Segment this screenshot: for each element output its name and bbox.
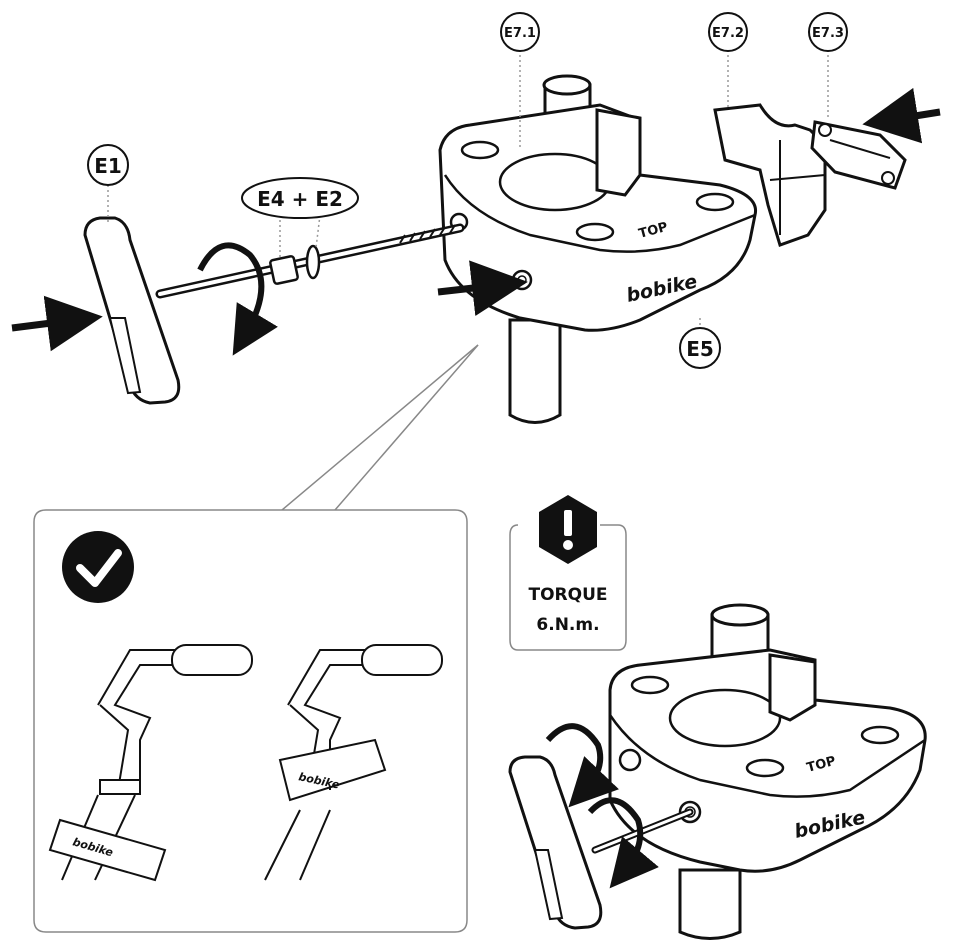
clip-piece-e7-2 [713,103,827,247]
label-e5: E5 [679,327,721,369]
inset-box [33,509,468,933]
clamp-top-text: TOP [637,220,669,242]
svg-text:E7.3: E7.3 [812,26,844,41]
knob-bottom [508,755,603,930]
svg-text:E5: E5 [686,337,714,361]
label-e7-2: E7.2 [708,12,748,52]
seat-post-lower-bottom [678,868,742,940]
insert-arrow-hole [437,260,528,316]
warning-icon [539,495,597,564]
rotate-arrow [197,242,278,356]
insert-arrow-knob [11,295,103,352]
insert-arrow-plate [862,87,941,144]
svg-text:E1: E1 [94,154,122,178]
knob-e1 [83,216,181,405]
handlebar-right [264,644,443,881]
label-e1: E1 [87,144,129,186]
warning-box [509,524,627,651]
label-e7-1: E7.1 [500,12,540,52]
seat-post-lower [508,318,562,424]
rotate-arrow-top [545,723,619,808]
clamp-top-text-bottom: TOP [805,754,837,776]
clamp-insert-e7-1 [595,108,642,197]
svg-text:E7.1: E7.1 [504,26,536,41]
warning-line2: 6.N.m. [536,615,599,635]
check-icon [62,531,134,603]
label-e4-e2: E4 + E2 [241,177,359,219]
callout-lines [281,344,479,511]
warning-line1: TORQUE [528,585,607,605]
clamp-body-bottom [608,648,927,873]
label-e7-3: E7.3 [808,12,848,52]
handlebar-left [48,644,253,882]
svg-text:E7.2: E7.2 [712,26,744,41]
rotate-arrow-bottom [587,797,659,889]
bolt-e4-e2 [155,223,465,299]
svg-text:E4 + E2: E4 + E2 [257,187,343,211]
